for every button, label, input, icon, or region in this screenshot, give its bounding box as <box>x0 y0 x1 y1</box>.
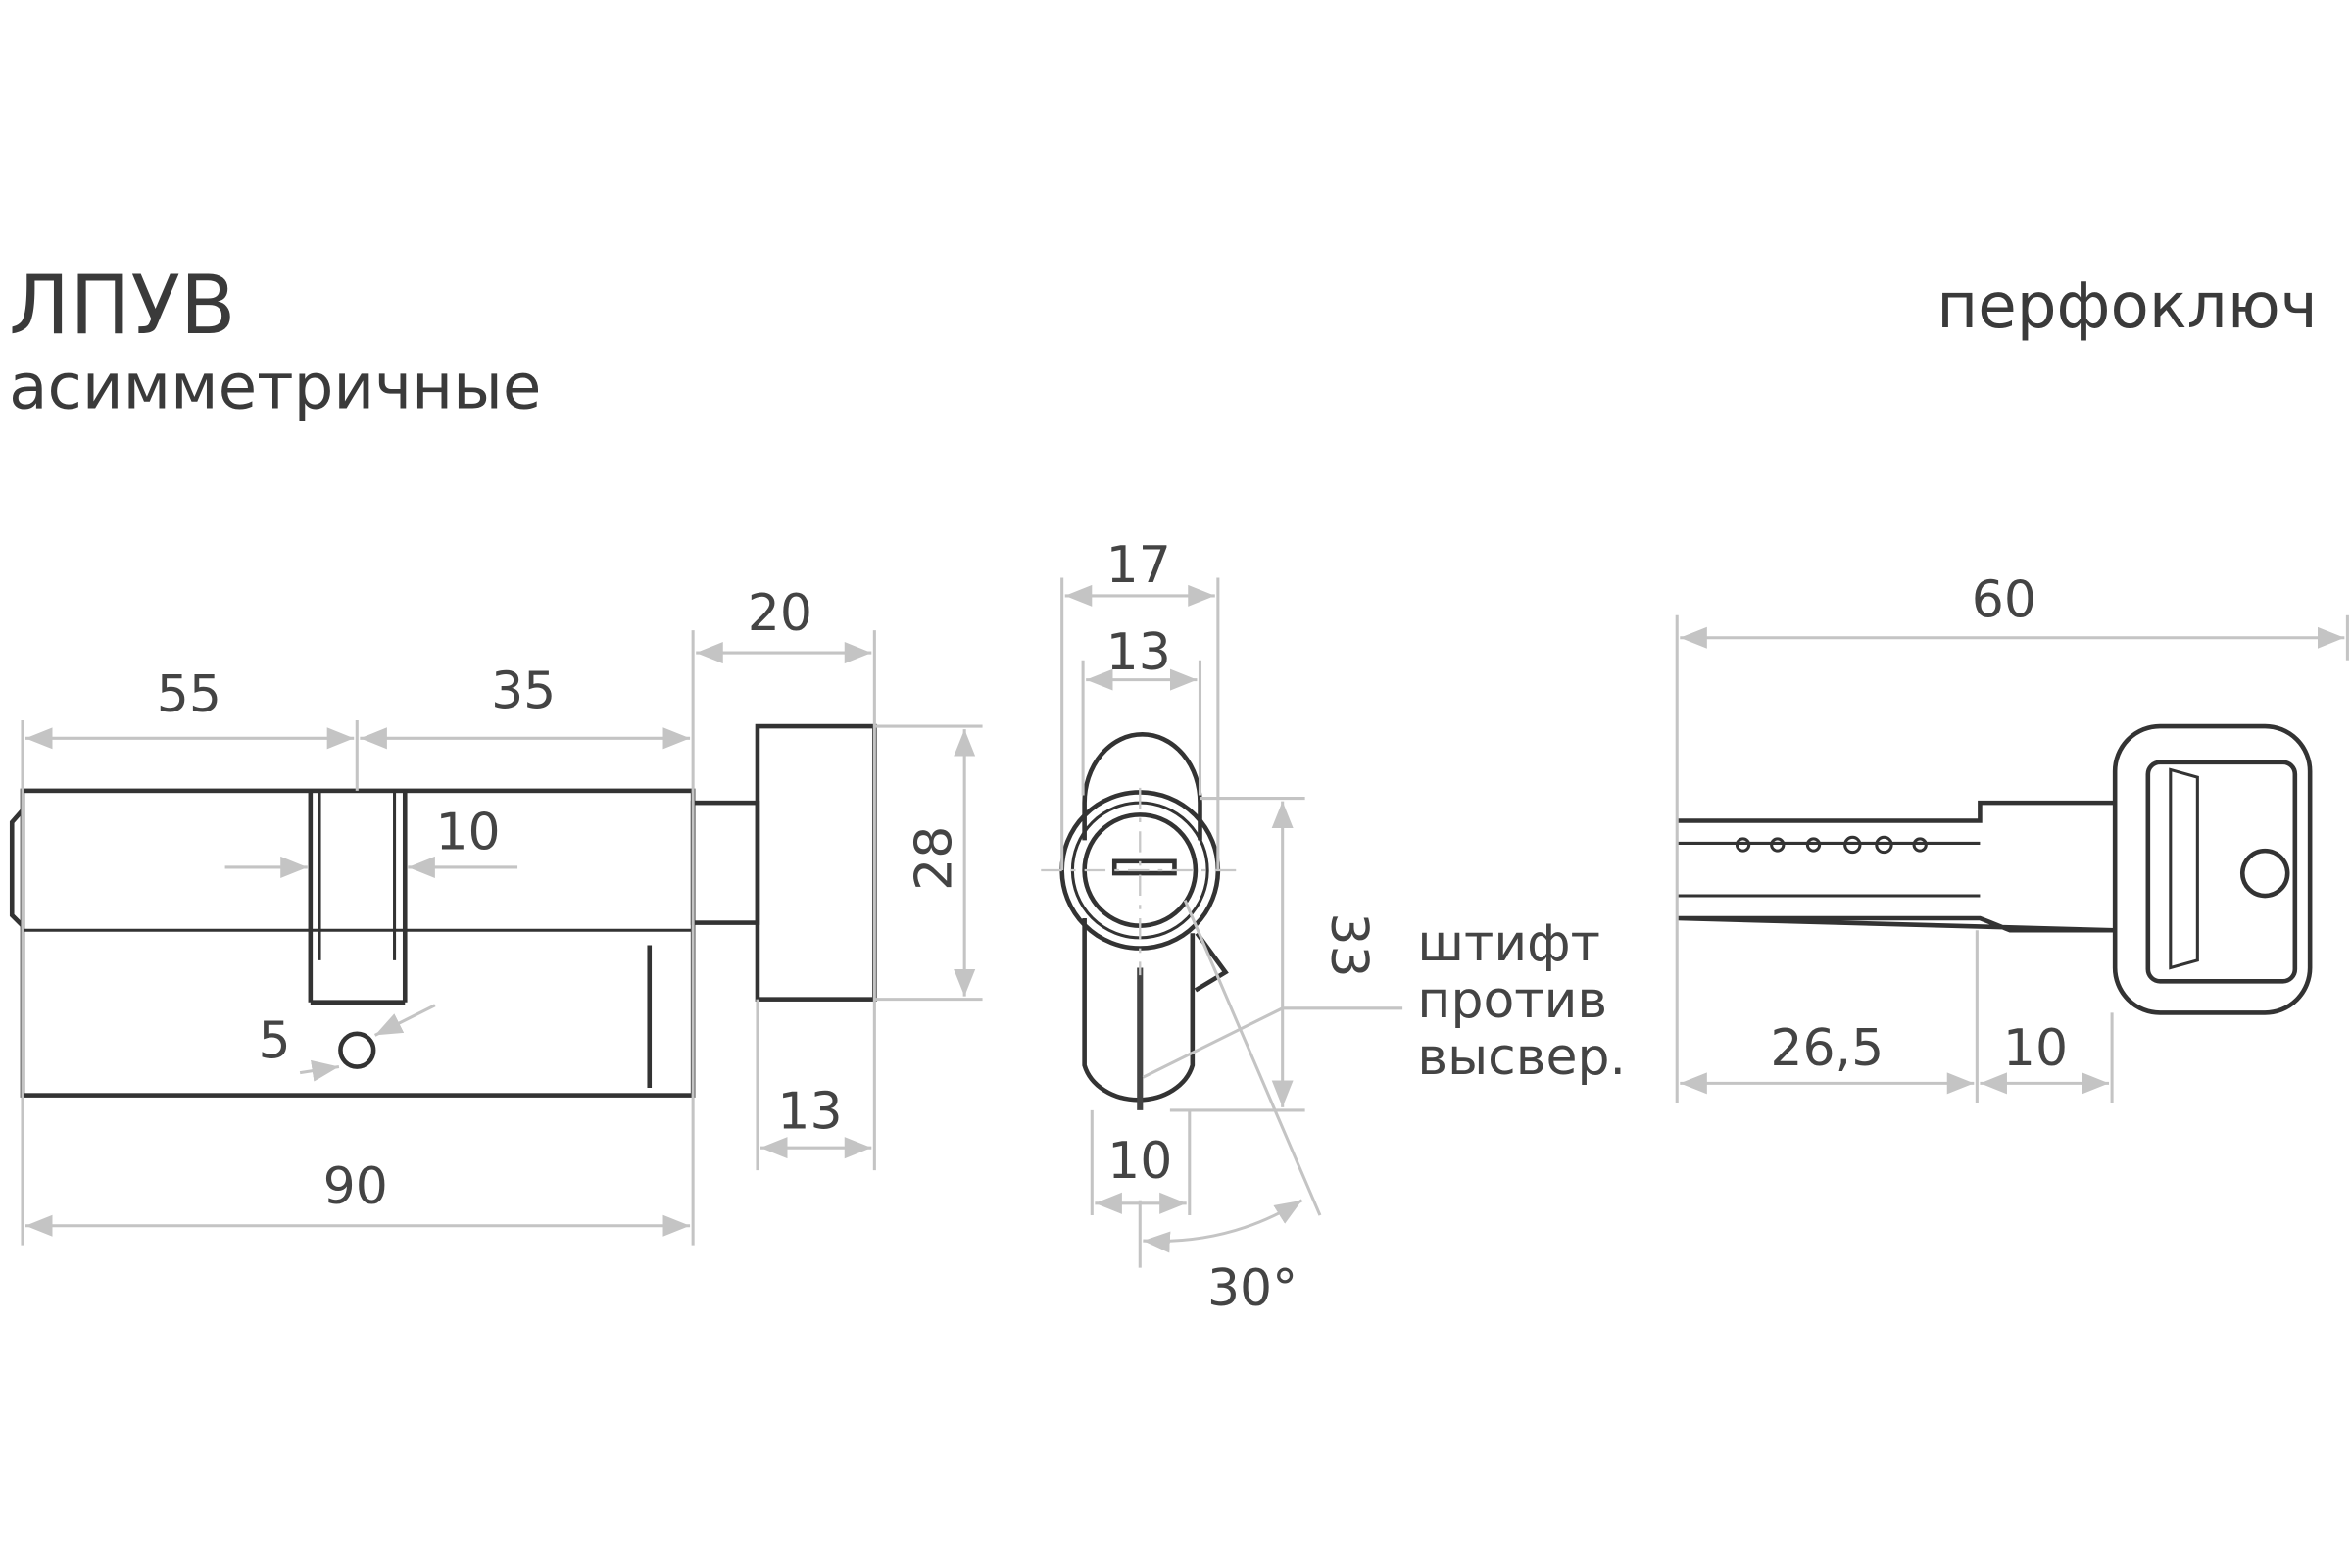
dim-right-length: 35 <box>491 662 556 721</box>
keyway <box>1111 858 1177 876</box>
dim-shoulder-length: 10 <box>2003 1019 2068 1078</box>
dim-width: 17 <box>1106 536 1171 595</box>
model-title: ЛПУВ <box>9 259 235 353</box>
dim-knob-depth: 13 <box>777 1082 842 1141</box>
dim-pin-hole: 5 <box>259 1011 291 1070</box>
dim-left-length: 55 <box>157 665 221 724</box>
key-bow <box>2112 723 2313 1015</box>
cylinder-profile-view: 17 13 33 10 30° штифт против высвер. <box>1041 536 1626 1318</box>
dim-inner-width: 13 <box>1106 623 1171 682</box>
key-hole <box>2239 848 2290 899</box>
cam <box>1194 931 1229 993</box>
dim-key-length: 60 <box>1972 570 2036 629</box>
dim-cam-angle: 30° <box>1207 1259 1298 1318</box>
key-type-label: перфоключ <box>1936 270 2318 343</box>
dim-bottom-width: 10 <box>1107 1132 1172 1191</box>
dim-knob-height: 28 <box>905 826 963 891</box>
key-logo <box>2169 767 2199 970</box>
note-line-1: штифт <box>1417 914 1600 973</box>
note-line-3: высвер. <box>1417 1028 1626 1087</box>
dim-total-length: 90 <box>323 1157 388 1216</box>
dim-blade-length: 26,5 <box>1770 1019 1884 1078</box>
shaft <box>690 800 760 925</box>
pin-hole <box>338 1031 376 1069</box>
thumb-knob <box>755 723 877 1002</box>
key-dimples <box>1735 835 1928 855</box>
leader-line <box>1142 1006 1403 1079</box>
cylinder-body <box>20 788 696 1098</box>
model-subtitle: асимметричные <box>9 351 541 424</box>
dim-height: 33 <box>1319 912 1378 977</box>
key-view: 60 26,5 10 <box>1675 570 2349 1103</box>
dim-knob-width: 20 <box>748 584 812 643</box>
note-line-2: против <box>1417 971 1607 1030</box>
cylinder-side-view <box>9 723 877 1098</box>
cylinder-side-dimensions: 55 35 20 28 10 5 90 13 <box>21 584 983 1246</box>
dim-cam-width: 10 <box>435 804 500 862</box>
